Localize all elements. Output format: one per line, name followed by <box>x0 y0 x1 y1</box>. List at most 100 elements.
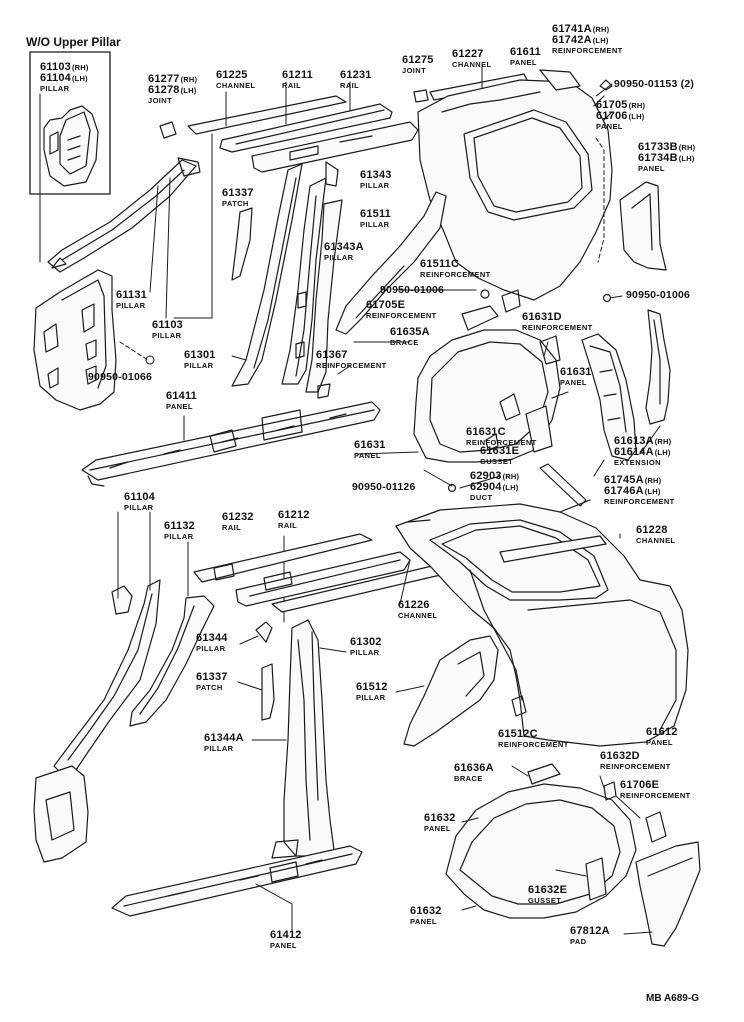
part-number: 61612 <box>646 726 678 738</box>
part-name: REINFORCEMENT <box>316 361 387 370</box>
part-number: 61411 <box>166 390 197 402</box>
part-name: PILLAR <box>184 361 214 370</box>
part-number-lh: 61278 <box>148 84 180 96</box>
quarter-panel-upper-drawing <box>417 69 613 303</box>
part-number: 61343 <box>360 169 392 181</box>
right-extension-drawing <box>581 309 671 461</box>
part-name: PATCH <box>222 199 249 208</box>
label-61511c: 61511C REINFORCEMENT <box>420 259 491 279</box>
label-61512c: 61512C REINFORCEMENT <box>498 729 569 749</box>
part-number: 61212 <box>278 509 310 521</box>
label-61227: 61227 CHANNEL <box>452 49 491 69</box>
label-61706e: 61706E REINFORCEMENT <box>620 780 691 800</box>
part-name: RAIL <box>278 521 298 530</box>
part-name: PILLAR <box>360 181 390 190</box>
suffix-rh: (RH) <box>628 101 646 110</box>
label-61636a: 61636A BRACE <box>454 763 494 783</box>
part-name: REINFORCEMENT <box>498 740 569 749</box>
label-90950-01066: 90950-01066 <box>88 372 152 383</box>
label-61131: 61131 PILLAR <box>116 290 147 310</box>
part-number-rh: 61745A <box>604 474 644 486</box>
part-name: GUSSET <box>528 896 562 905</box>
label-61232: 61232 RAIL <box>222 512 254 532</box>
part-number: 61132 <box>164 520 195 532</box>
part-number: 61343A <box>324 241 364 253</box>
label-61631e: 61631E GUSSET <box>480 446 519 466</box>
part-number-lh: 61104 <box>40 72 71 84</box>
drawing-code: MB A689-G <box>646 993 699 1004</box>
label-61231: 61231 RAIL <box>340 70 372 90</box>
part-number: 61632D <box>600 750 640 762</box>
part-number: 61131 <box>116 289 147 301</box>
part-name: PANEL <box>410 917 437 926</box>
label-61343a: 61343A PILLAR <box>324 242 364 262</box>
part-name: PANEL <box>646 738 673 747</box>
part-name: PILLAR <box>40 84 70 93</box>
part-number: 61344A <box>204 732 244 744</box>
label-61612: 61612 PANEL <box>646 727 678 747</box>
part-number-lh: 61746A <box>604 485 644 497</box>
part-name: RAIL <box>282 81 302 90</box>
part-name: REINFORCEMENT <box>466 438 537 447</box>
part-number: 61611 <box>510 46 541 58</box>
part-name: PANEL <box>596 122 623 131</box>
quantity: (2) <box>680 78 695 90</box>
suffix-lh: (LH) <box>628 112 645 121</box>
part-name: PAD <box>570 937 587 946</box>
label-61745a-61746a: 61745A(RH) 61746A(LH) REINFORCEMENT <box>604 475 675 506</box>
part-name: PATCH <box>196 683 223 692</box>
label-61302: 61302 PILLAR <box>350 637 382 657</box>
suffix-rh: (RH) <box>678 143 696 152</box>
part-number: 90950-01126 <box>352 481 416 493</box>
part-name: PANEL <box>424 824 451 833</box>
part-name: PANEL <box>166 402 193 411</box>
part-number: 61227 <box>452 48 484 60</box>
part-number: 61631 <box>354 439 386 451</box>
roof-rails-lower-drawing <box>193 533 475 613</box>
inset-title: W/O Upper Pillar <box>26 35 121 49</box>
inset-pillar-drawing <box>43 105 99 187</box>
label-61212: 61212 RAIL <box>278 510 310 530</box>
suffix-rh: (RH) <box>71 63 89 72</box>
part-name: RAIL <box>340 81 360 90</box>
suffix-lh: (LH) <box>644 487 661 496</box>
suffix-lh: (LH) <box>502 483 519 492</box>
part-name: EXTENSION <box>614 458 661 467</box>
suffix-rh: (RH) <box>644 476 662 485</box>
label-61103-61104-inset: 61103(RH) 61104(LH) PILLAR <box>40 62 89 93</box>
part-number-lh: 62904 <box>470 481 502 493</box>
part-number-rh: 61741A <box>552 23 592 35</box>
label-61301: 61301 PILLAR <box>184 350 216 370</box>
part-number: 61512 <box>356 681 388 693</box>
part-name: DUCT <box>470 493 493 502</box>
part-name: PILLAR <box>204 744 234 753</box>
label-61343: 61343 PILLAR <box>360 170 392 190</box>
part-name: GUSSET <box>480 457 514 466</box>
part-number-rh: 61733B <box>638 141 678 153</box>
label-61741a-61742a: 61741A(RH) 61742A(LH) REINFORCEMENT <box>552 24 623 55</box>
part-number-rh: 61277 <box>148 73 180 85</box>
part-name: PILLAR <box>350 648 380 657</box>
suffix-rh: (RH) <box>502 472 520 481</box>
part-number-lh: 61614A <box>614 446 654 458</box>
label-61228: 61228 CHANNEL <box>636 525 675 545</box>
part-number: 61225 <box>216 69 248 81</box>
part-name: REINFORCEMENT <box>620 791 691 800</box>
label-61344: 61344 PILLAR <box>196 633 228 653</box>
suffix-rh: (RH) <box>654 437 672 446</box>
part-name: REINFORCEMENT <box>366 311 437 320</box>
part-number-rh: 61103 <box>40 61 71 73</box>
part-name: REINFORCEMENT <box>604 497 675 506</box>
part-name: CHANNEL <box>452 60 492 69</box>
suffix-lh: (LH) <box>180 86 197 95</box>
part-number: 61631D <box>522 311 562 323</box>
rocker-panel-lower-drawing <box>111 845 363 917</box>
label-61103: 61103 PILLAR <box>152 320 183 340</box>
part-number: 61636A <box>454 762 494 774</box>
label-61705e: 61705E REINFORCEMENT <box>366 300 437 320</box>
suffix-rh: (RH) <box>180 75 198 84</box>
label-61412: 61412 PANEL <box>270 930 302 950</box>
label-61631d: 61631D REINFORCEMENT <box>522 312 593 332</box>
